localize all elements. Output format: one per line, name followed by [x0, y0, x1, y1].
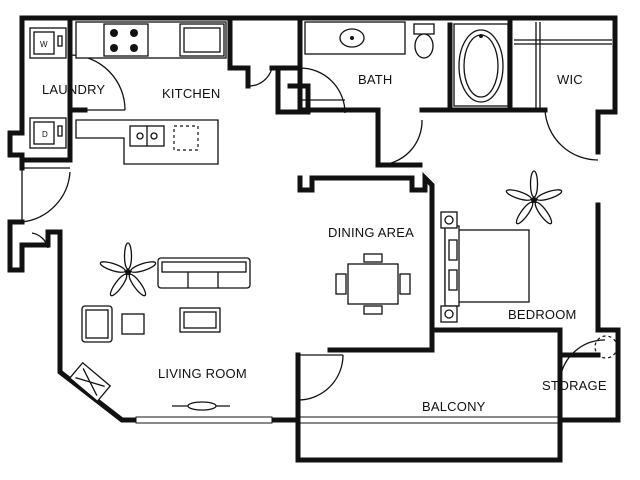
dryer — [29, 117, 67, 149]
balcony-door — [299, 416, 559, 424]
tv-stand — [172, 401, 230, 411]
kitchen-counter — [75, 21, 227, 59]
living-label: LIVING ROOM — [158, 366, 247, 381]
laundry-label: LAUNDRY — [42, 82, 105, 97]
bath-label: BATH — [358, 72, 393, 87]
bedroom-ceiling-fan — [505, 170, 563, 225]
bath-vanity — [304, 21, 406, 55]
wic-shelving — [514, 22, 612, 110]
wic-label: WIC — [557, 72, 583, 87]
armchair — [81, 305, 113, 343]
toilet — [413, 23, 435, 59]
living-window — [135, 416, 273, 424]
living-ceiling-fan — [99, 242, 157, 297]
bedroom-label: BEDROOM — [508, 307, 577, 322]
dryer-label: D — [42, 130, 48, 139]
coffee-table — [179, 307, 221, 333]
dining-label: DINING AREA — [328, 225, 414, 240]
door-swings — [21, 54, 606, 401]
washer — [29, 27, 67, 59]
side-table — [121, 313, 145, 335]
washer-label: W — [40, 40, 48, 49]
bed — [440, 211, 530, 323]
balcony-label: BALCONY — [422, 399, 486, 414]
bathtub — [453, 23, 509, 107]
fireplace — [68, 361, 112, 403]
storage-label: STORAGE — [542, 378, 607, 393]
kitchen-label: KITCHEN — [162, 86, 220, 101]
dining-table — [335, 253, 411, 315]
kitchen-island — [75, 119, 219, 165]
sofa — [157, 257, 251, 289]
storage-water-heater — [594, 335, 618, 359]
